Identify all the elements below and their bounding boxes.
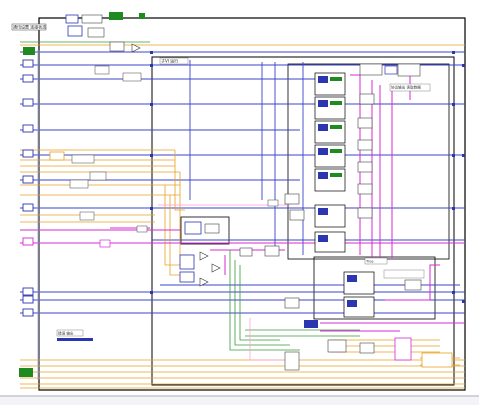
inner-sequence-structure	[151, 56, 455, 386]
case-structure-upper	[287, 63, 450, 260]
subvi-stack-upper[interactable]	[314, 72, 346, 253]
outer-while-loop-frame	[38, 17, 466, 391]
wire-junctions	[150, 51, 465, 303]
subvi-inner-frame	[180, 216, 230, 245]
horizontal-scrollbar[interactable]	[0, 397, 479, 405]
bottom-left-caption: 错误 输出	[58, 331, 74, 336]
bottom-right-node-cluster[interactable]	[284, 297, 453, 371]
blue-wire-group	[20, 51, 465, 314]
mid-subvi-group[interactable]	[179, 193, 305, 287]
right-node-cluster[interactable]: 协议输出 读取数据	[357, 63, 431, 219]
mid-case-caption: True	[365, 260, 374, 264]
top-left-control-cluster[interactable]: 通讯设置 连接状态	[11, 12, 145, 53]
left-terminal-column	[19, 47, 40, 380]
left-mid-node-group[interactable]	[49, 65, 148, 248]
case-structure-lower	[313, 256, 436, 320]
subvi-stack-lower[interactable]: True	[343, 257, 425, 318]
right-cluster-caption: 协议输出 读取数据	[391, 85, 421, 90]
green-wire-group	[20, 41, 360, 351]
inner-struct-caption: 子VI 运行	[161, 58, 178, 64]
bottom-left-indicator[interactable]: 错误 输出	[56, 329, 93, 341]
top-left-caption: 通讯设置 连接状态	[13, 24, 46, 30]
